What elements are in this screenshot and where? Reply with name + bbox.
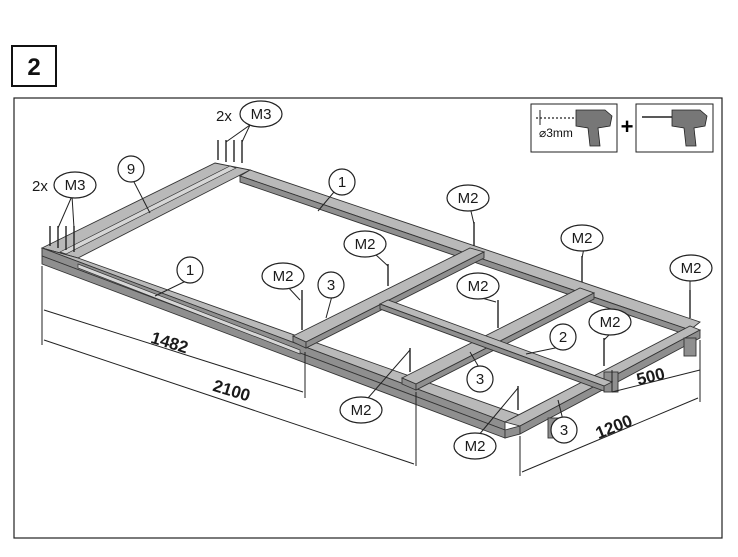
part-label: 2 bbox=[559, 329, 567, 346]
screw-label: M3 bbox=[65, 177, 86, 194]
plus-sign: + bbox=[621, 114, 634, 139]
callout-part-2: 2 bbox=[549, 323, 577, 351]
dimension-1200: 1200 bbox=[593, 411, 635, 443]
screw-label: M2 bbox=[572, 230, 593, 247]
screws bbox=[49, 140, 691, 410]
callout-part-9: 9 bbox=[117, 155, 145, 183]
part-label: 1 bbox=[186, 262, 194, 279]
screw-label: M2 bbox=[355, 236, 376, 253]
callout-m2-1: M2 bbox=[446, 184, 490, 212]
part-label: 3 bbox=[476, 371, 484, 388]
screw-label: M2 bbox=[351, 402, 372, 419]
screw-label: M2 bbox=[681, 260, 702, 277]
callout-m2-7: M2 bbox=[588, 308, 632, 336]
frame-assembly bbox=[40, 162, 702, 439]
callout-part-3-b: 3 bbox=[466, 365, 494, 393]
screw-label: M2 bbox=[465, 438, 486, 455]
dimension-2100: 2100 bbox=[211, 376, 253, 405]
callout-part-1-top: 1 bbox=[328, 168, 356, 196]
drill-bit-size: ⌀3mm bbox=[539, 126, 573, 140]
callout-m2-3: M2 bbox=[560, 224, 604, 252]
callout-m2-8: M2 bbox=[339, 396, 383, 424]
quantity-label: 2x bbox=[32, 178, 48, 195]
part-label: 9 bbox=[127, 161, 135, 178]
screw-label: M3 bbox=[251, 106, 272, 123]
callout-leaders bbox=[57, 124, 691, 437]
screw-label: M2 bbox=[458, 190, 479, 207]
step-badge: 2 bbox=[11, 45, 57, 87]
screwdriver-drill-icon bbox=[635, 103, 714, 153]
callout-m3-left: 2x M3 bbox=[32, 171, 97, 199]
part-label: 3 bbox=[327, 277, 335, 294]
callout-m2-2: M2 bbox=[343, 230, 387, 258]
part-label: 1 bbox=[338, 174, 346, 191]
diagram-frame bbox=[13, 97, 723, 539]
drill-with-bit-icon: ⌀3mm bbox=[530, 103, 618, 153]
callout-m3-top: 2x M3 bbox=[216, 100, 283, 128]
callout-m2-5: M2 bbox=[261, 262, 305, 290]
callout-m2-6: M2 bbox=[456, 272, 500, 300]
screw-label: M2 bbox=[273, 268, 294, 285]
part-label: 3 bbox=[560, 422, 568, 439]
callout-part-3-a: 3 bbox=[317, 271, 345, 299]
quantity-label: 2x bbox=[216, 108, 232, 125]
step-number: 2 bbox=[27, 54, 40, 81]
screw-label: M2 bbox=[600, 314, 621, 331]
dimension-lines bbox=[41, 266, 701, 476]
screw-label: M2 bbox=[468, 278, 489, 295]
callout-m2-4: M2 bbox=[669, 254, 713, 282]
dimension-1482: 1482 bbox=[149, 328, 191, 357]
callout-m2-9: M2 bbox=[453, 432, 497, 460]
callout-part-1-front: 1 bbox=[176, 256, 204, 284]
callout-part-3-c: 3 bbox=[550, 416, 578, 444]
